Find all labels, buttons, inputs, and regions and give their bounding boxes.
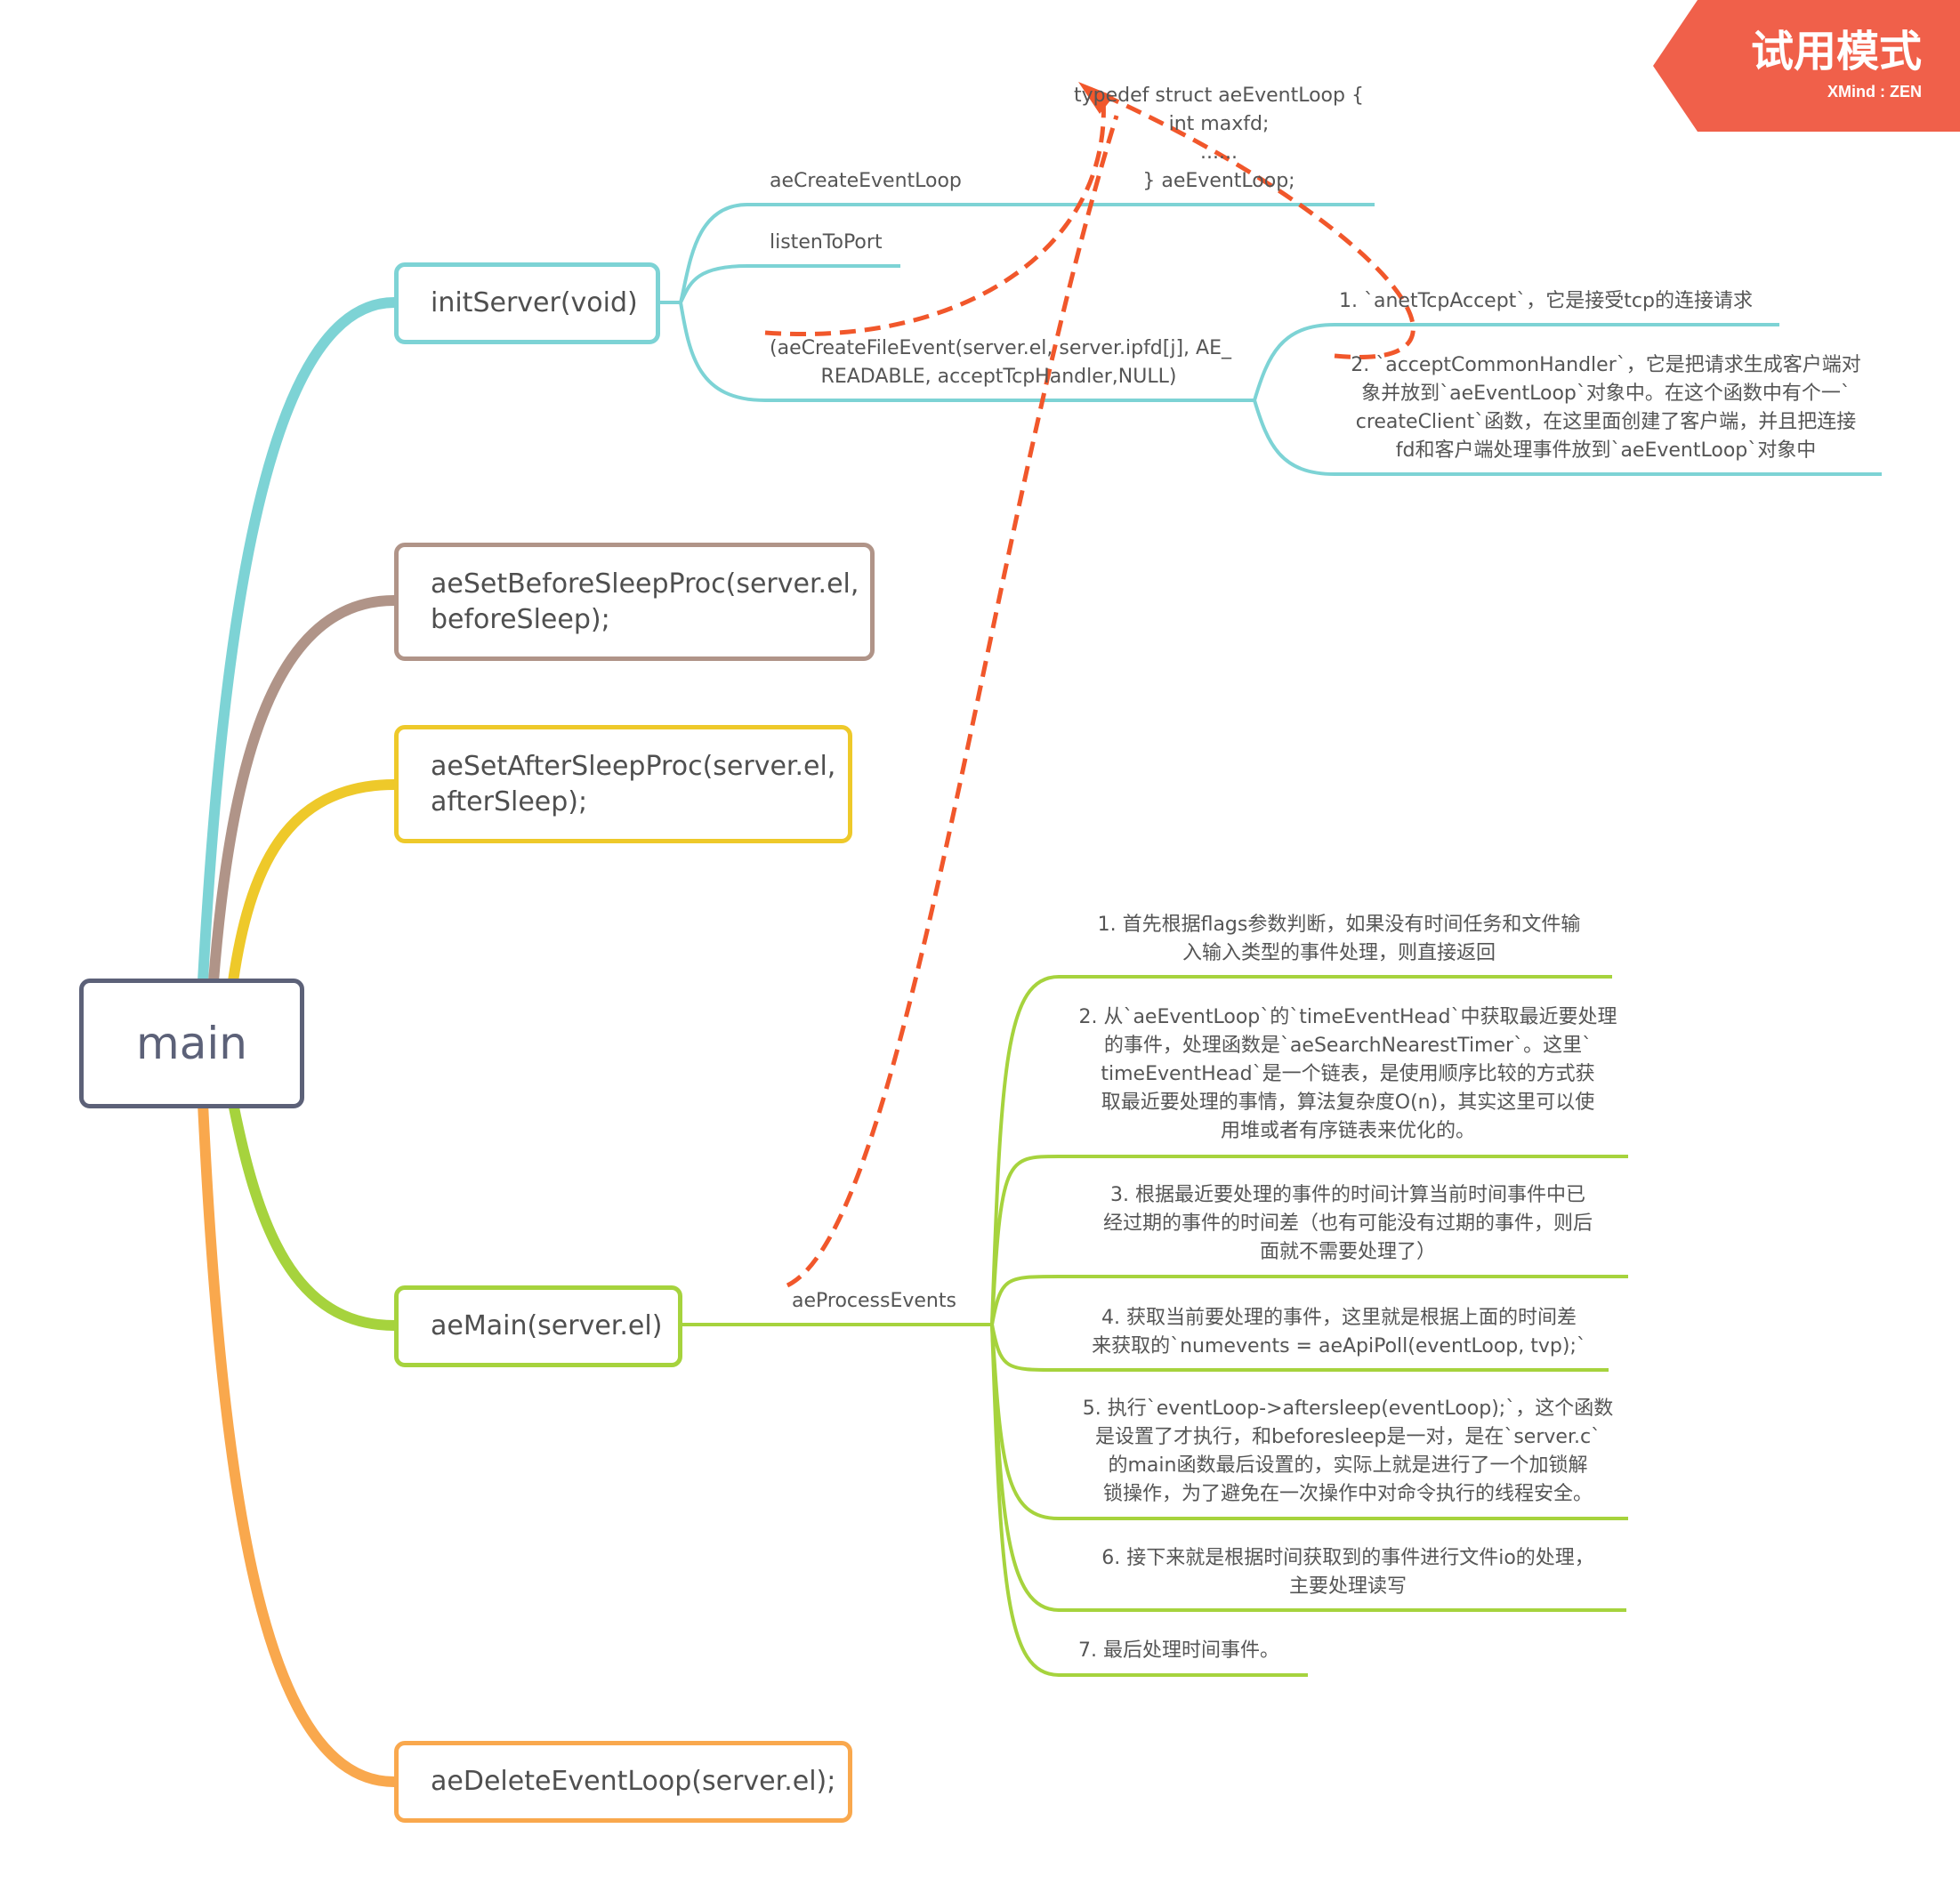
topic-aeCreateFileEvent-line-1: (aeCreateFileEvent(server.el, server.ipf… bbox=[770, 337, 1231, 359]
step-3[interactable]: 3. 根据最近要处理的事件的时间计算当前时间事件中已 经过期的事件的时间差（也有… bbox=[1068, 1181, 1628, 1267]
step-2-line-5: 用堆或者有序链表来优化的。 bbox=[1220, 1120, 1475, 1142]
step-4-line-1: 4. 获取当前要处理的事件，这里就是根据上面的时间差 bbox=[1101, 1307, 1577, 1329]
step-6[interactable]: 6. 接下来就是根据时间获取到的事件进行文件io的处理， 主要处理读写 bbox=[1068, 1544, 1628, 1601]
step-5-line-1: 5. 执行`eventLoop->aftersleep(eventLoop);`… bbox=[1082, 1398, 1614, 1420]
topic-acceptCommonHandler-line-2: 象并放到`aeEventLoop`对象中。在这个函数中有个一` bbox=[1361, 383, 1851, 405]
step-7[interactable]: 7. 最后处理时间事件。 bbox=[1078, 1637, 1279, 1665]
node-aeMain-label: aeMain(server.el) bbox=[431, 1310, 663, 1341]
step-6-line-1: 6. 接下来就是根据时间获取到的事件进行文件io的处理， bbox=[1101, 1547, 1594, 1569]
connector-initServer-children bbox=[660, 203, 1375, 304]
node-aeSetAfterSleepProc-label: aeSetAfterSleepProc(server.el, afterSlee… bbox=[431, 750, 836, 818]
connector-step-1 bbox=[990, 975, 1612, 1325]
connector-listenToPort bbox=[679, 264, 900, 303]
struct-line-3: ...... bbox=[1200, 141, 1238, 164]
node-aeMain[interactable]: aeMain(server.el) bbox=[394, 1285, 682, 1367]
topic-aeCreateFileEvent-line-2: READABLE, acceptTcpHandler,NULL) bbox=[820, 366, 1177, 388]
connector-fileEvent bbox=[679, 302, 1254, 402]
connector-step-2 bbox=[990, 1155, 1628, 1325]
xmind-zen-brand: XMind : ZEN bbox=[1827, 83, 1922, 101]
struct-aeEventLoop-note[interactable]: typedef struct aeEventLoop { int maxfd; … bbox=[1059, 82, 1379, 196]
connector-deleteLoop bbox=[198, 1098, 399, 1787]
trial-banner-shape bbox=[1653, 0, 1960, 132]
topic-aeProcessEvents[interactable]: aeProcessEvents bbox=[792, 1290, 956, 1312]
trial-mode-title: 试用模式 bbox=[1750, 27, 1922, 77]
step-2-line-3: timeEventHead`是一个链表，是使用顺序比较的方式获 bbox=[1101, 1063, 1595, 1085]
step-3-line-2: 经过期的事件的时间差（也有可能没有过期的事件，则后 bbox=[1102, 1212, 1593, 1235]
node-aeDeleteEventLoop[interactable]: aeDeleteEventLoop(server.el); bbox=[394, 1741, 852, 1823]
root-node-label: main bbox=[136, 1018, 247, 1069]
struct-line-1: typedef struct aeEventLoop { bbox=[1074, 85, 1364, 107]
topic-acceptCommonHandler-line-1: 2. `acceptCommonHandler`，它是把请求生成客户端对 bbox=[1351, 354, 1861, 376]
node-aeSetBeforeSleepProc[interactable]: aeSetBeforeSleepProc(server.el, beforeSl… bbox=[394, 543, 875, 661]
step-6-line-2: 主要处理读写 bbox=[1288, 1575, 1407, 1598]
step-2-line-1: 2. 从`aeEventLoop`的`timeEventHead`中获取最近要处… bbox=[1078, 1006, 1617, 1028]
topic-aeCreateFileEvent[interactable]: (aeCreateFileEvent(server.el, server.ipf… bbox=[770, 334, 1231, 391]
struct-line-4: } aeEventLoop; bbox=[1142, 170, 1295, 192]
struct-line-2: int maxfd; bbox=[1168, 113, 1270, 135]
root-node-main[interactable]: main bbox=[79, 979, 304, 1108]
step-2[interactable]: 2. 从`aeEventLoop`的`timeEventHead`中获取最近要处… bbox=[1068, 1003, 1628, 1146]
step-5[interactable]: 5. 执行`eventLoop->aftersleep(eventLoop);`… bbox=[1068, 1395, 1628, 1509]
step-1[interactable]: 1. 首先根据flags参数判断，如果没有时间任务和文件输 入输入类型的事件处理… bbox=[1068, 911, 1610, 968]
step-4-line-2: 来获取的`numevents = aeApiPoll(eventLoop, tv… bbox=[1092, 1335, 1586, 1357]
relationship-arrowhead bbox=[1078, 82, 1114, 114]
node-aeSetBeforeSleepProc-label: aeSetBeforeSleepProc(server.el, beforeSl… bbox=[431, 568, 859, 635]
step-3-line-3: 面就不需要处理了） bbox=[1259, 1241, 1436, 1263]
topic-listenToPort[interactable]: listenToPort bbox=[770, 231, 883, 254]
node-initServer-label: initServer(void) bbox=[431, 287, 638, 318]
step-5-line-4: 锁操作，为了避免在一次操作中对命令执行的线程安全。 bbox=[1102, 1483, 1593, 1505]
connector-step-7 bbox=[990, 1324, 1308, 1677]
step-1-line-2: 入输入类型的事件处理，则直接返回 bbox=[1182, 942, 1496, 964]
topic-acceptCommonHandler[interactable]: 2. `acceptCommonHandler`，它是把请求生成客户端对 象并放… bbox=[1326, 351, 1886, 465]
topic-anetTcpAccept[interactable]: 1. `anetTcpAccept`，它是接受tcp的连接请求 bbox=[1339, 290, 1753, 312]
connector-afterSleep bbox=[228, 779, 399, 987]
node-aeDeleteEventLoop-label: aeDeleteEventLoop(server.el); bbox=[431, 1766, 836, 1797]
node-aeSetAfterSleepProc[interactable]: aeSetAfterSleepProc(server.el, afterSlee… bbox=[394, 725, 852, 843]
step-5-line-2: 是设置了才执行，和beforesleep是一对，是在`server.c` bbox=[1094, 1426, 1601, 1448]
step-1-line-1: 1. 首先根据flags参数判断，如果没有时间任务和文件输 bbox=[1097, 914, 1581, 936]
connector-step-4 bbox=[990, 1324, 1609, 1372]
node-initServer[interactable]: initServer(void) bbox=[394, 262, 660, 344]
step-4[interactable]: 4. 获取当前要处理的事件，这里就是根据上面的时间差 来获取的`numevent… bbox=[1068, 1304, 1610, 1361]
step-3-line-1: 3. 根据最近要处理的事件的时间计算当前时间事件中已 bbox=[1110, 1184, 1585, 1206]
connector-anetTcpAccept bbox=[1253, 323, 1779, 401]
step-2-line-4: 取最近要处理的事情，算法复杂度O(n)，其实这里可以使 bbox=[1101, 1091, 1595, 1114]
connector-step-3 bbox=[990, 1275, 1628, 1325]
topic-aeCreateEventLoop[interactable]: aeCreateEventLoop bbox=[770, 170, 962, 192]
connector-initServer bbox=[198, 297, 399, 987]
relationship-fileEvent-to-struct bbox=[764, 97, 1106, 336]
connector-beforeSleep bbox=[208, 595, 399, 987]
step-5-line-3: 的main函数最后设置的，实际上就是进行了一个加锁解 bbox=[1108, 1454, 1588, 1477]
step-2-line-2: 的事件，处理函数是`aeSearchNearestTimer`。这里` bbox=[1103, 1035, 1593, 1057]
relationship-aeProcessEvents-to-struct bbox=[786, 115, 1119, 1288]
step-7-line-1: 7. 最后处理时间事件。 bbox=[1078, 1639, 1279, 1662]
topic-acceptCommonHandler-line-4: fd和客户端处理事件放到`aeEventLoop`对象中 bbox=[1395, 439, 1817, 462]
topic-acceptCommonHandler-line-3: createClient`函数，在这里面创建了客户端，并且把连接 bbox=[1355, 411, 1857, 433]
connector-acceptCommonHandler bbox=[1253, 399, 1882, 476]
relationship-anetTcpAccept-to-struct bbox=[1088, 86, 1416, 359]
connector-aeMain bbox=[228, 1098, 399, 1331]
